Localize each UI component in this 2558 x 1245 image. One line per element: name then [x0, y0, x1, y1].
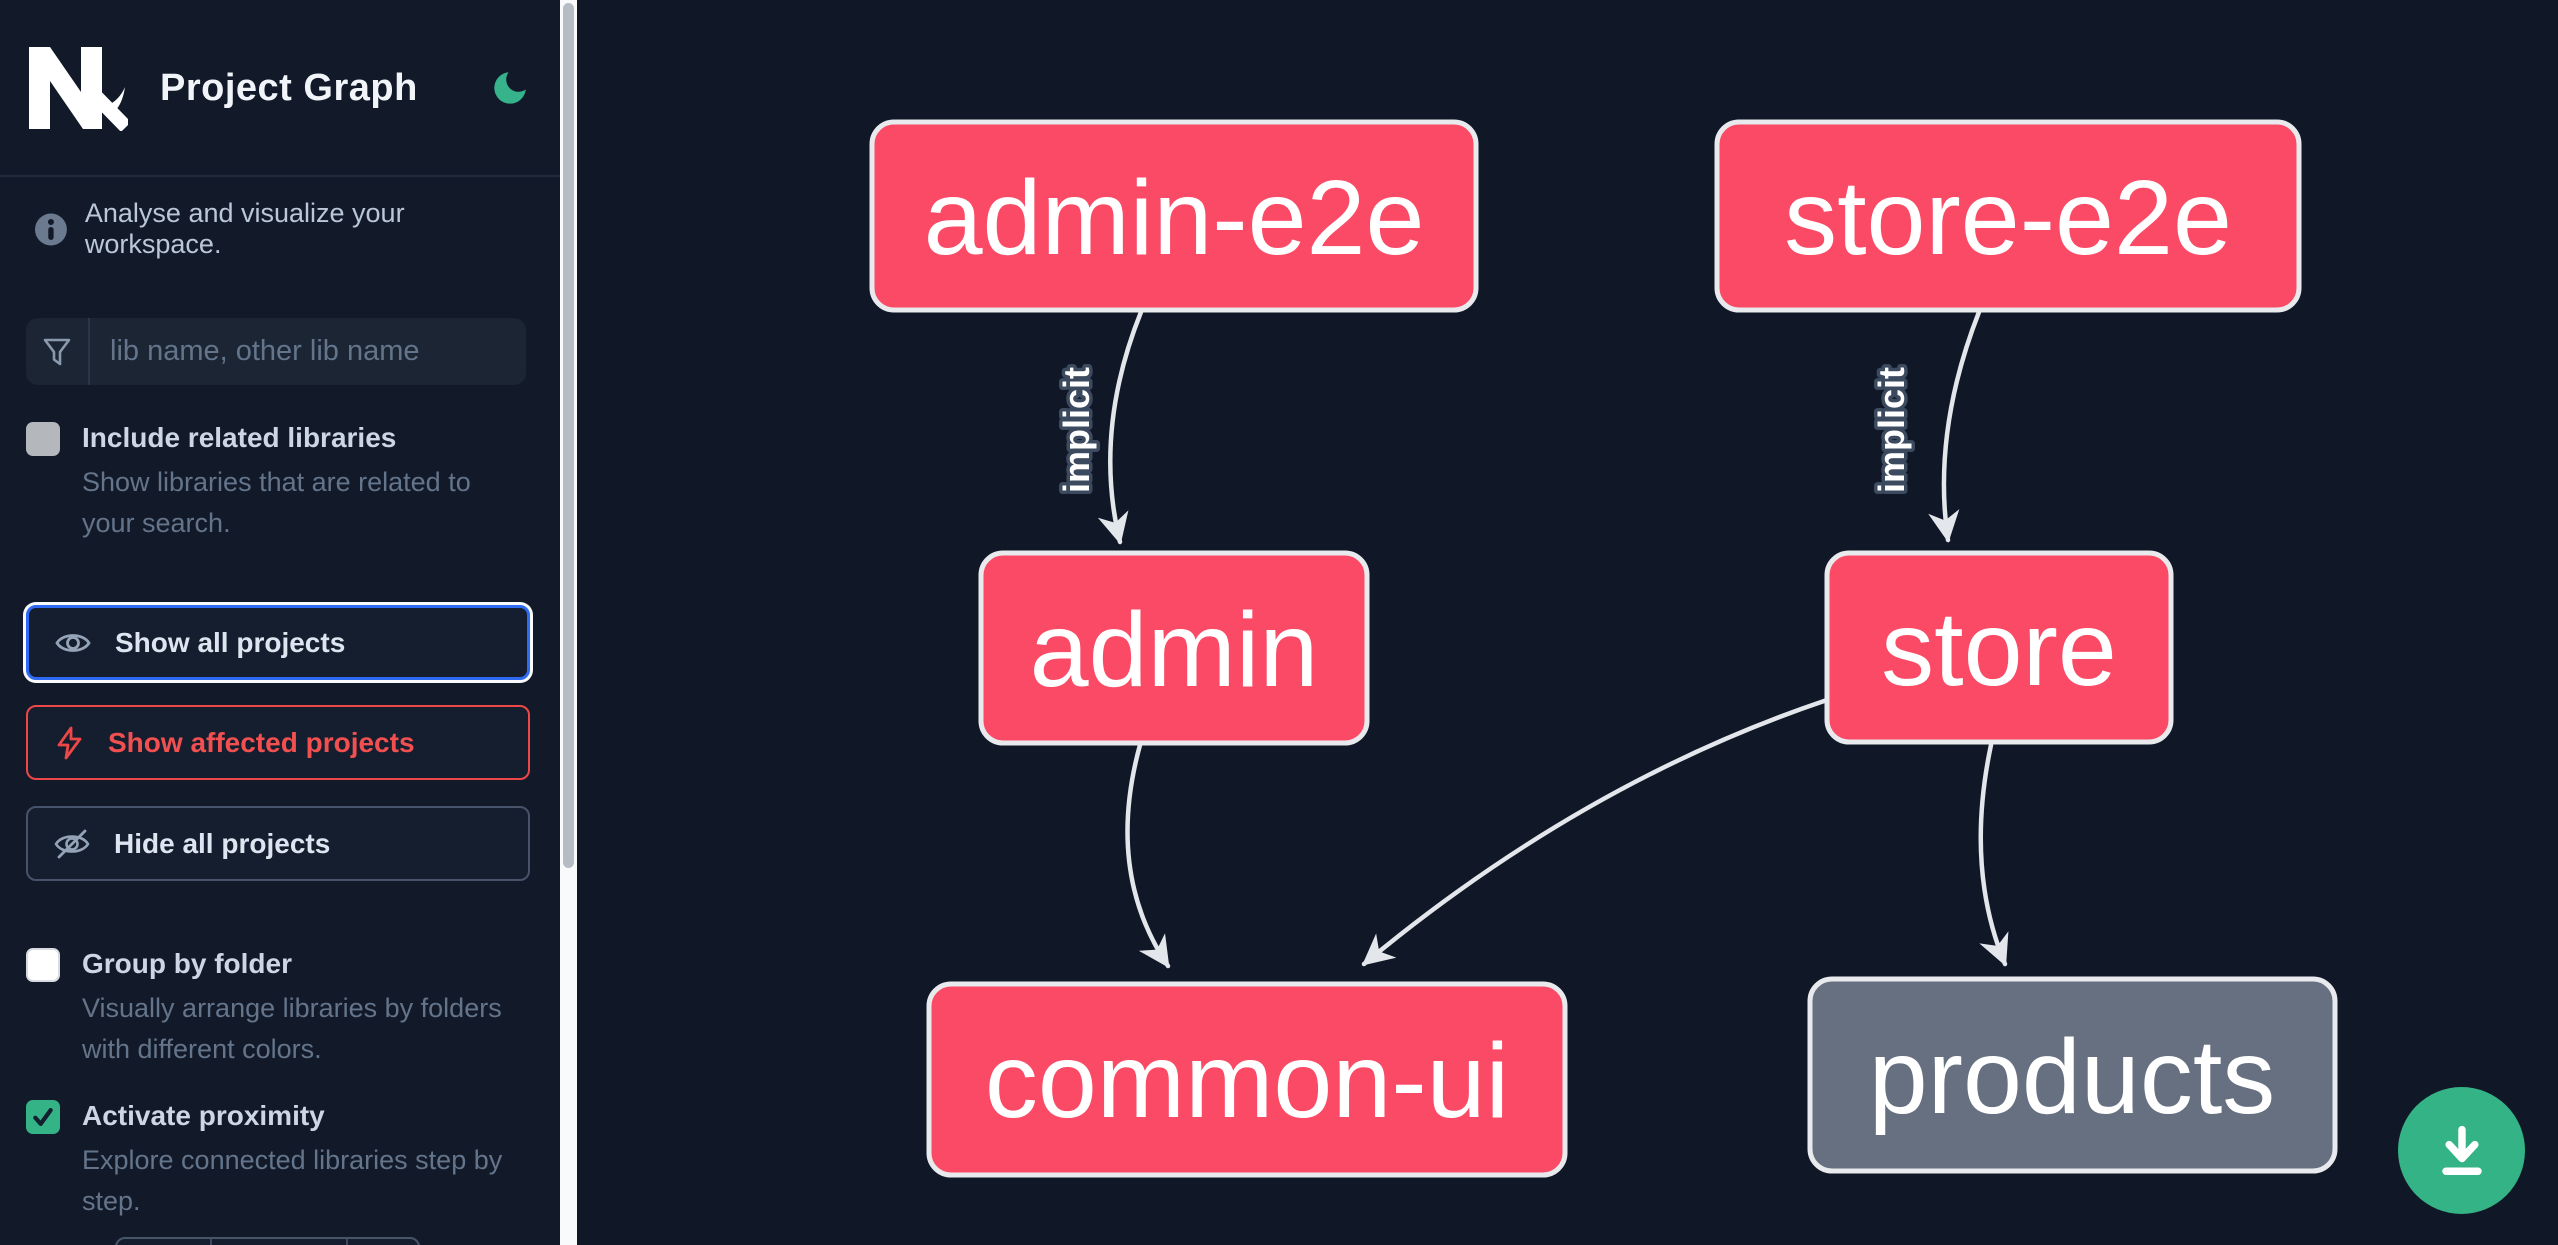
- svg-text:store: store: [1881, 590, 2117, 708]
- sidebar: Project Graph Analyse and visualize your…: [0, 0, 560, 1245]
- eye-off-icon: [54, 829, 90, 858]
- moon-icon: [494, 72, 526, 104]
- search-input[interactable]: [90, 318, 526, 385]
- svg-text:admin-e2e: admin-e2e: [924, 159, 1425, 277]
- graph-canvas[interactable]: implicit implicit admin-e2e store-e2e ad…: [577, 0, 2558, 1245]
- option-group-by-folder[interactable]: Group by folder Visually arrange librari…: [26, 946, 526, 1070]
- info-icon: [34, 213, 67, 245]
- svg-text:products: products: [1869, 1018, 2276, 1136]
- bolt-icon: [57, 726, 82, 759]
- nx-logo-icon: [29, 47, 128, 131]
- svg-text:common-ui: common-ui: [985, 1022, 1509, 1140]
- node-admin[interactable]: admin: [978, 550, 1370, 746]
- node-common-ui[interactable]: common-ui: [926, 981, 1568, 1178]
- node-store-e2e[interactable]: store-e2e: [1714, 119, 2302, 313]
- edge-store-to-common-ui: [1361, 697, 1830, 967]
- sidebar-scrollbar-thumb[interactable]: [563, 3, 574, 868]
- show-all-projects-button[interactable]: Show all projects: [26, 605, 530, 680]
- header-divider: [0, 175, 560, 177]
- eye-icon: [55, 633, 91, 652]
- proximity-decrement-button[interactable]: [117, 1239, 212, 1245]
- button-label: Show affected projects: [108, 726, 415, 758]
- edge-label-implicit: implicit: [1871, 367, 1912, 493]
- filter-icon: [26, 318, 90, 385]
- hide-all-projects-button[interactable]: Hide all projects: [26, 806, 530, 881]
- sidebar-scrollbar-track[interactable]: [560, 0, 577, 1245]
- option-label: Group by folder: [82, 948, 292, 979]
- tagline-text: Analyse and visualize your workspace.: [84, 198, 405, 259]
- workspace-tagline: Analyse and visualize your workspace.: [34, 198, 534, 260]
- proximity-value: [212, 1239, 348, 1245]
- svg-text:store-e2e: store-e2e: [1784, 159, 2232, 277]
- button-label: Show all projects: [115, 626, 346, 658]
- option-activate-proximity[interactable]: Activate proximity Explore connected lib…: [26, 1098, 526, 1222]
- option-include-related-libraries[interactable]: Include related libraries Show libraries…: [26, 420, 526, 544]
- sidebar-header: Project Graph: [26, 40, 534, 136]
- node-store[interactable]: store: [1824, 550, 2174, 745]
- edge-admin-e2e-to-admin: [1097, 309, 1144, 545]
- download-icon: [2441, 1125, 2482, 1175]
- button-label: Hide all projects: [114, 827, 331, 859]
- checkbox-group-by-folder[interactable]: [26, 948, 60, 982]
- option-description: Show libraries that are related to your …: [82, 467, 471, 538]
- download-graph-button[interactable]: [2398, 1087, 2525, 1214]
- checkbox-activate-proximity[interactable]: [26, 1100, 60, 1134]
- option-label: Activate proximity: [82, 1100, 325, 1131]
- checkmark-icon: [33, 1108, 53, 1126]
- edge-store-e2e-to-store: [1928, 309, 1982, 543]
- node-products[interactable]: products: [1807, 976, 2338, 1174]
- search-box: [26, 318, 526, 385]
- option-description: Explore connected libraries step by step…: [82, 1145, 503, 1216]
- edge-admin-to-common-ui: [1125, 742, 1171, 969]
- page-title: Project Graph: [160, 66, 418, 109]
- show-affected-projects-button[interactable]: Show affected projects: [26, 705, 530, 780]
- option-label: Include related libraries: [82, 422, 397, 453]
- checkbox-include-related[interactable]: [26, 422, 60, 456]
- edge-label-implicit: implicit: [1056, 367, 1097, 493]
- proximity-increment-button[interactable]: [348, 1239, 418, 1245]
- svg-text:admin: admin: [1030, 591, 1319, 709]
- theme-toggle-button[interactable]: [486, 64, 534, 112]
- proximity-depth-stepper: [115, 1237, 420, 1245]
- option-description: Visually arrange libraries by folders wi…: [82, 993, 502, 1064]
- edge-store-to-products: [1978, 742, 2009, 967]
- node-admin-e2e[interactable]: admin-e2e: [869, 119, 1479, 313]
